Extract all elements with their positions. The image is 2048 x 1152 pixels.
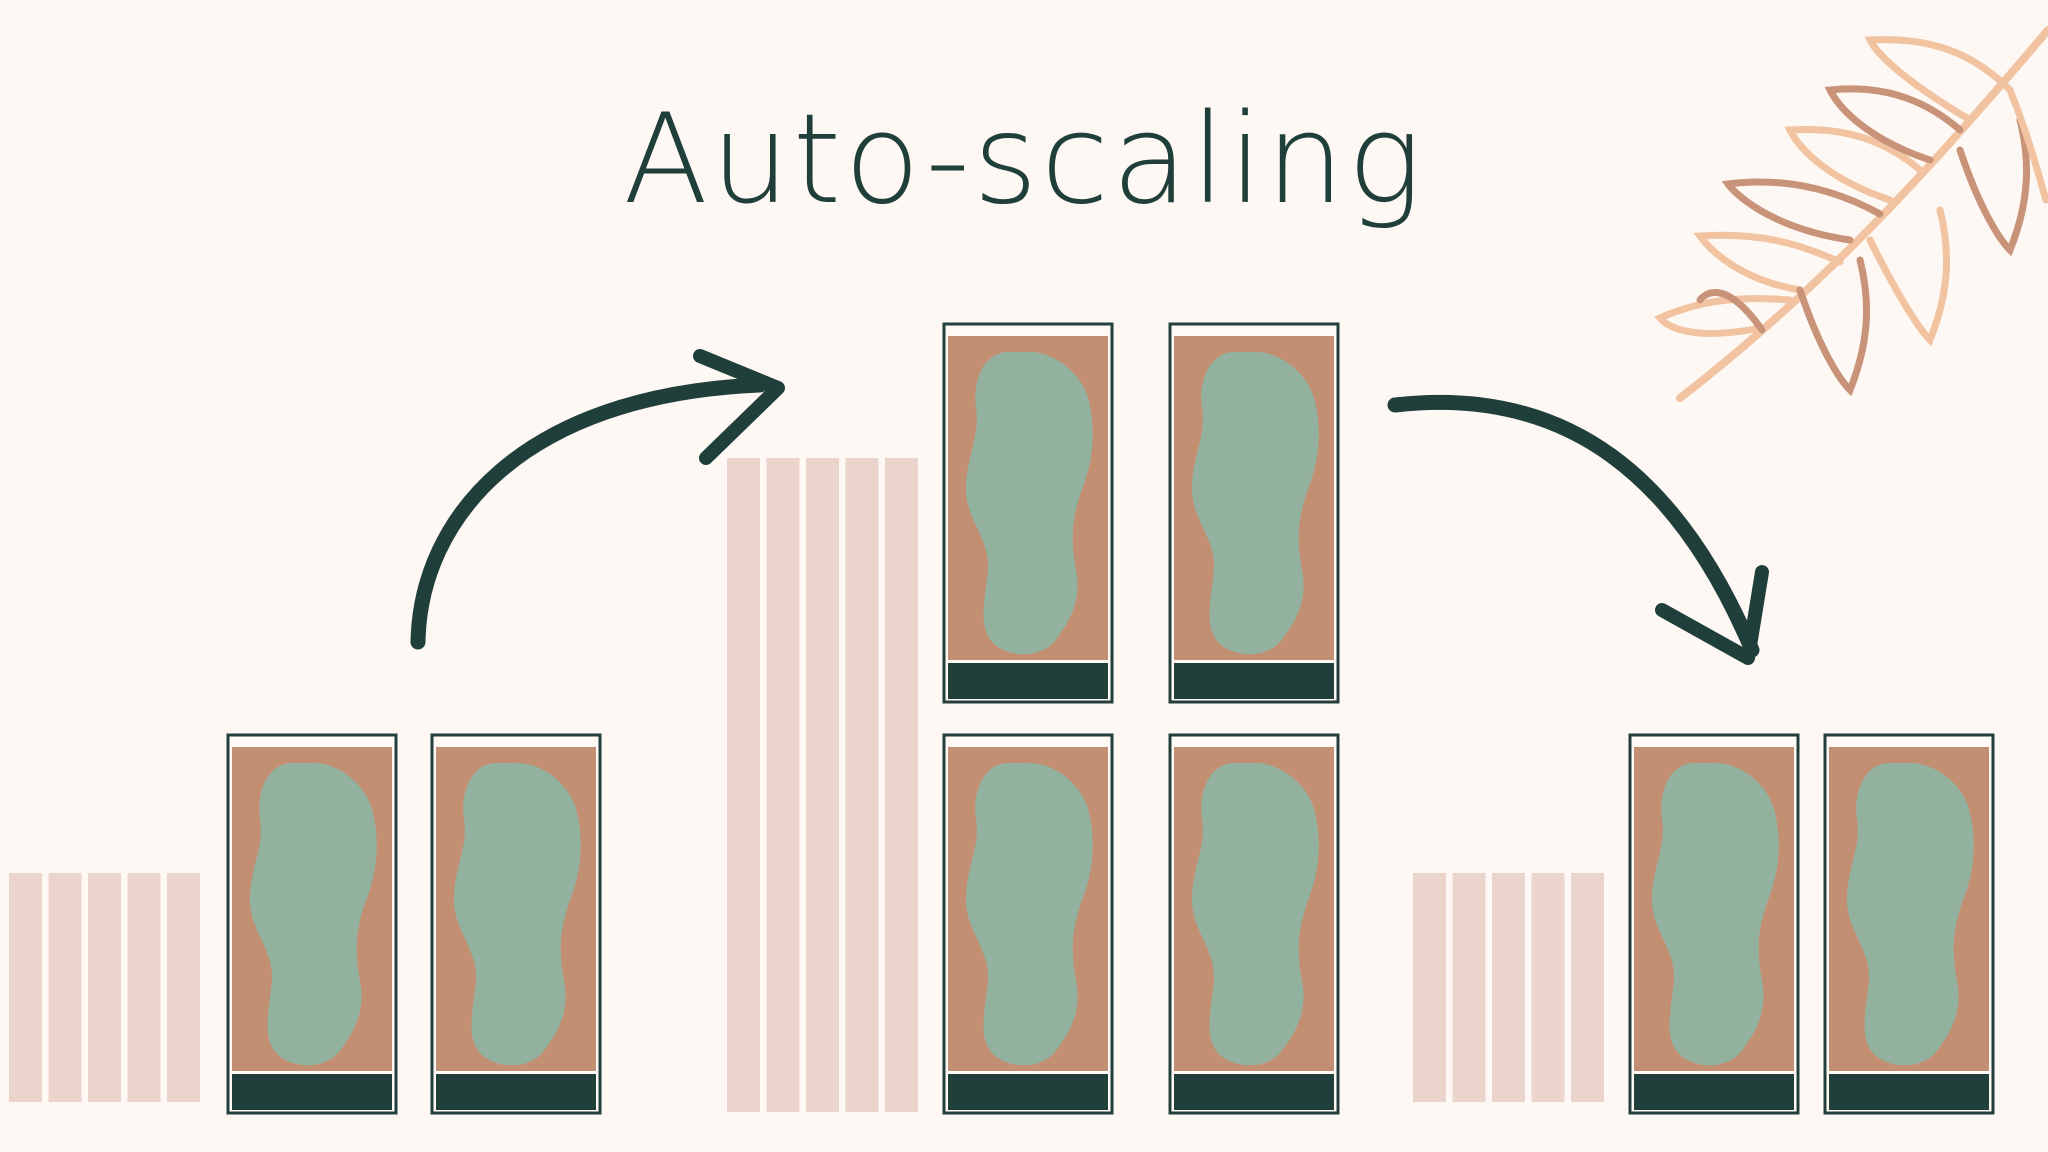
container-divider — [948, 1071, 1108, 1074]
load-bar — [9, 873, 42, 1102]
load-bar — [1531, 873, 1565, 1102]
container-blob — [965, 351, 1093, 655]
container-icon — [1168, 322, 1340, 704]
leaf — [1784, 125, 1924, 204]
leaf-branch-icon — [1654, 26, 2048, 402]
container-icon — [942, 733, 1114, 1115]
container-icon — [1823, 733, 1995, 1115]
scale-up-arrow — [410, 377, 768, 650]
container-divider — [948, 660, 1108, 663]
leaf — [1654, 295, 1794, 337]
container-blob — [453, 762, 581, 1066]
container-divider — [1174, 660, 1334, 663]
container-base — [1174, 663, 1334, 699]
scale-down-arrow-head — [1655, 565, 1769, 665]
leaf — [1956, 116, 2031, 257]
containers-reduced-load — [1628, 733, 1995, 1115]
load-bar — [1492, 873, 1525, 1102]
leaf — [2006, 86, 2048, 204]
container-divider — [1174, 1071, 1334, 1074]
container-base — [948, 1074, 1108, 1110]
load-bar — [48, 873, 82, 1102]
containers-peak-load — [942, 322, 1340, 1115]
load-bar — [806, 458, 839, 1112]
container-divider — [1829, 1071, 1989, 1074]
load-bars-reduced-load — [1413, 873, 1604, 1102]
container-icon — [1168, 733, 1340, 1115]
container-blob — [1846, 762, 1974, 1066]
load-bar — [885, 458, 918, 1112]
load-bar — [1571, 873, 1604, 1102]
scale-down-arrow — [1387, 394, 1760, 658]
load-bar — [167, 873, 200, 1102]
container-base — [436, 1074, 596, 1110]
container-blob — [965, 762, 1093, 1066]
container-blob — [1651, 762, 1779, 1066]
container-divider — [232, 1071, 392, 1074]
container-base — [1829, 1074, 1989, 1110]
container-icon — [1628, 733, 1800, 1115]
leaf — [1866, 206, 1951, 347]
load-bar — [845, 458, 879, 1112]
container-base — [1634, 1074, 1794, 1110]
leaf — [1721, 178, 1884, 244]
page-title: Auto-scaling — [623, 88, 1425, 232]
load-bars-layer — [9, 458, 1604, 1112]
load-bar — [1452, 873, 1486, 1102]
arrows-layer — [410, 349, 1769, 665]
leaf — [1693, 231, 1844, 294]
container-base — [232, 1074, 392, 1110]
load-bars-peak-load — [727, 458, 918, 1112]
leaf-stem — [1676, 26, 2048, 402]
container-blob — [1191, 351, 1319, 655]
container-divider — [1634, 1071, 1794, 1074]
container-base — [1174, 1074, 1334, 1110]
container-icon — [226, 733, 398, 1115]
containers-layer — [226, 322, 1995, 1115]
container-blob — [1191, 762, 1319, 1066]
load-bar — [727, 458, 760, 1112]
container-blob — [249, 762, 377, 1066]
scale-up-arrow-head — [693, 349, 785, 465]
load-bar — [88, 873, 121, 1102]
load-bar — [1413, 873, 1446, 1102]
leaf — [1696, 289, 1766, 334]
load-bar — [766, 458, 800, 1112]
load-bars-low-load — [9, 873, 200, 1102]
container-divider — [436, 1071, 596, 1074]
load-bar — [127, 873, 161, 1102]
container-icon — [942, 322, 1114, 704]
container-base — [948, 663, 1108, 699]
leaf — [1796, 256, 1871, 397]
containers-low-load — [226, 733, 602, 1115]
container-icon — [430, 733, 602, 1115]
leaf — [1864, 36, 2014, 124]
leaf — [1824, 85, 1964, 164]
